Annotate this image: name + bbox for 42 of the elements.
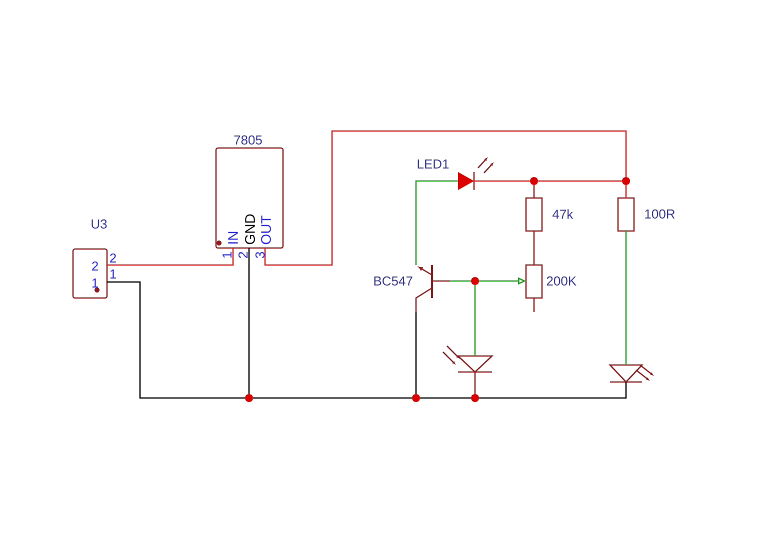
wire [625, 231, 627, 365]
pin-number: 1 [110, 270, 116, 278]
wire [415, 180, 458, 265]
component-label: 100R [645, 209, 675, 219]
wire [107, 248, 234, 266]
pin-number: 2 [238, 252, 248, 258]
wire [253, 397, 412, 399]
wire [420, 397, 471, 399]
pin-number: 1 [222, 252, 232, 258]
junction-dot [245, 394, 253, 402]
wire [415, 312, 417, 394]
wire [533, 185, 535, 198]
wire [474, 285, 476, 356]
pin-number: 3 [255, 252, 265, 258]
pin-number: 1 [92, 278, 98, 288]
wire [450, 280, 471, 282]
pin-number: 2 [92, 261, 98, 271]
component-label: U3 [92, 219, 107, 229]
component-label: 200K [546, 276, 576, 286]
component-label: 7805 [234, 135, 262, 145]
photodiode-symbol [442, 346, 494, 373]
component-label: 47k [552, 209, 574, 219]
pin-number: 2 [110, 253, 116, 263]
junction-dot [471, 277, 479, 285]
component-label: BC547 [374, 276, 412, 286]
wire [533, 231, 535, 265]
wire [479, 382, 627, 399]
wire [538, 180, 622, 182]
wire [264, 130, 627, 266]
wire [474, 180, 530, 182]
junction-dot [471, 394, 479, 402]
wire [248, 248, 250, 394]
junction-dot [622, 177, 630, 185]
pin-name: GND [245, 214, 255, 244]
junction-dot [412, 394, 420, 402]
pin-name: OUT [261, 216, 271, 244]
wire [474, 372, 476, 394]
wire [625, 185, 627, 198]
pin-name: IN [228, 232, 238, 244]
component-label: LED1 [418, 160, 449, 168]
wire [107, 281, 245, 399]
junction-dot [530, 177, 538, 185]
